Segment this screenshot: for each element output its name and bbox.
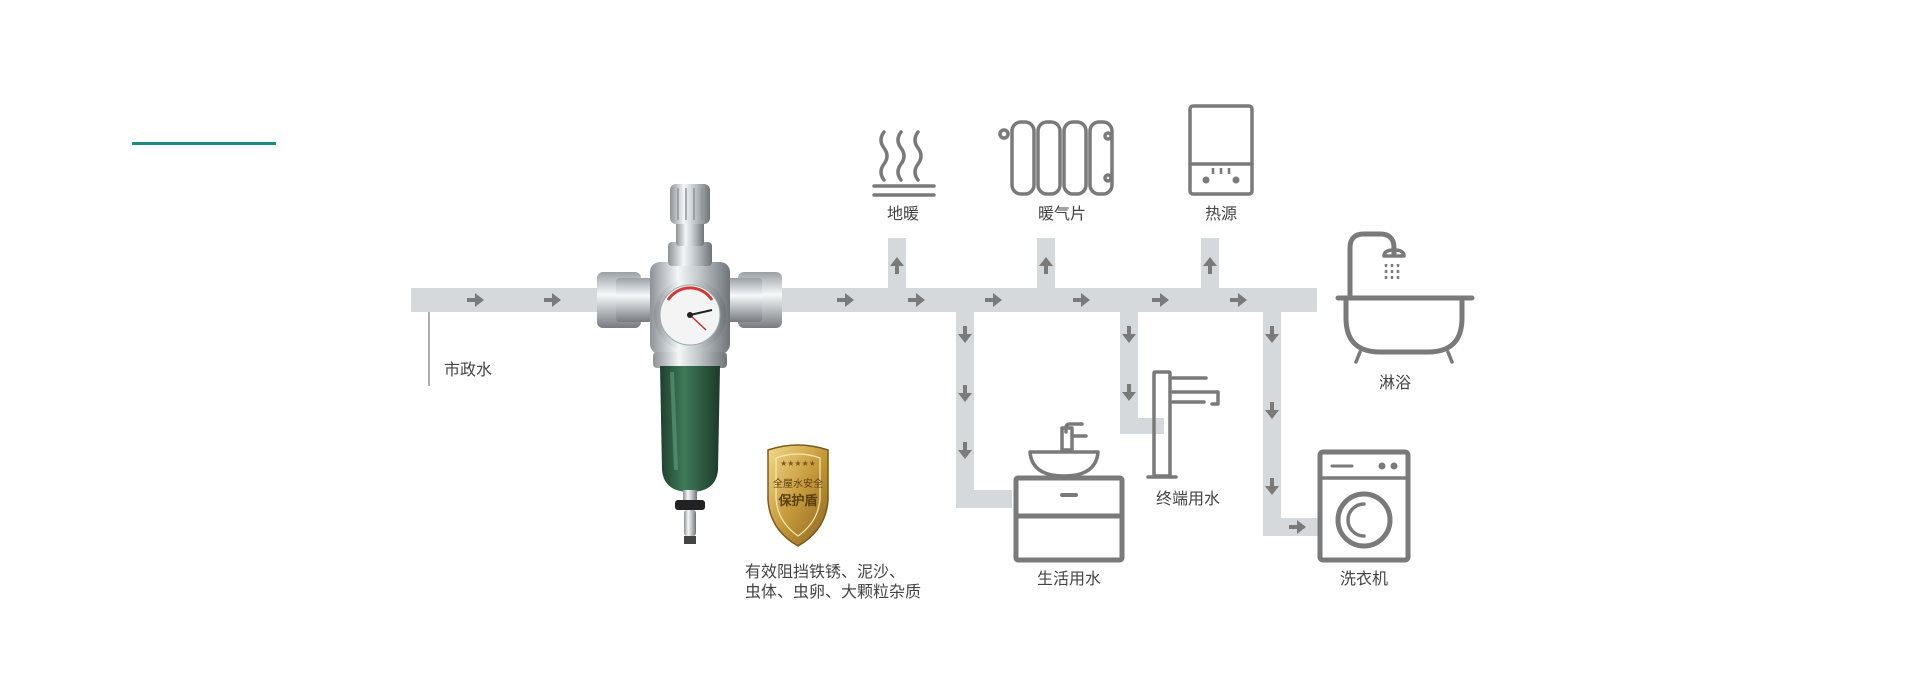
arrow-right: [1230, 293, 1247, 307]
arrow-right: [1152, 293, 1169, 307]
washing-machine-icon: [1317, 449, 1411, 563]
radiator-label: 暖气片: [1038, 204, 1086, 223]
radiator-icon: [998, 120, 1114, 196]
pipe-branch-domestic-across: [956, 490, 1012, 508]
filter-desc-line2: 虫体、虫卵、大颗粒杂质: [745, 582, 921, 601]
steam-floor-heating-icon: [872, 130, 936, 197]
arrow-down: [1265, 402, 1279, 419]
filter-desc-line1: 有效阻挡铁锈、泥沙、: [745, 562, 905, 581]
arrow-down: [1265, 478, 1279, 495]
svg-text:★★★★★: ★★★★★: [780, 459, 816, 468]
floor-heating-label: 地暖: [887, 204, 919, 223]
arrow-right: [1073, 293, 1090, 307]
bathtub-shower-icon: [1335, 231, 1475, 364]
pipe-branch-terminal-down: [1120, 310, 1138, 430]
shield-icon: ★★★★★ 全屋水安全 保护盾: [767, 444, 829, 547]
shield-line2: 保护盾: [777, 493, 817, 509]
arrow-down: [1122, 326, 1136, 343]
arrow-up: [1203, 257, 1217, 274]
arrow-down: [958, 326, 972, 343]
flow-arrows: [467, 257, 1306, 534]
municipal-water-label: 市政水: [444, 360, 492, 379]
heat-source-label: 热源: [1205, 204, 1237, 223]
shield-line1: 全屋水安全: [773, 477, 823, 490]
shower-label: 淋浴: [1379, 373, 1411, 392]
washbasin-cabinet-icon: [1013, 422, 1125, 563]
arrow-down: [1122, 384, 1136, 401]
arrow-down: [958, 442, 972, 459]
arrow-right: [837, 293, 854, 307]
faucet-icon: [1146, 370, 1220, 479]
prefilter-device-icon: [597, 184, 782, 544]
arrow-right: [908, 293, 925, 307]
pipe-branch-terminal-across: [1120, 418, 1164, 434]
arrow-down: [958, 385, 972, 402]
arrow-up: [1039, 257, 1053, 274]
domestic-water-label: 生活用水: [1037, 569, 1101, 588]
arrow-up: [890, 257, 904, 274]
washing-machine-label: 洗衣机: [1340, 569, 1388, 588]
pipe-branch-washer-down: [1263, 310, 1281, 530]
accent-line: [132, 142, 276, 145]
arrow-down: [1265, 326, 1279, 343]
arrow-right: [467, 293, 484, 307]
boiler-icon: [1188, 104, 1254, 196]
arrow-right: [1289, 520, 1306, 534]
arrow-right: [985, 293, 1002, 307]
terminal-water-label: 终端用水: [1156, 489, 1220, 508]
arrow-right: [544, 293, 561, 307]
